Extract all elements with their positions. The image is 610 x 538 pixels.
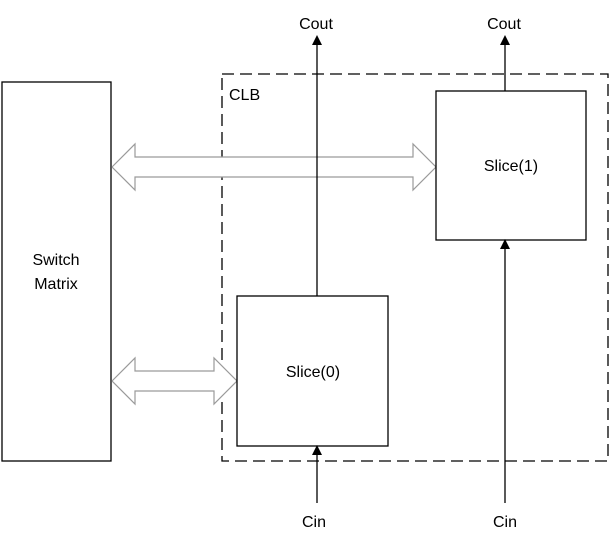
cin-right-label: Cin [493, 514, 517, 531]
slice0-label: Slice(0) [286, 364, 340, 381]
cout-left-label: Cout [299, 16, 333, 33]
slice0-block: Slice(0) [236, 295, 389, 447]
switch-matrix-block: Switch Matrix [1, 81, 112, 462]
switch-matrix-label-line2: Matrix [34, 276, 78, 293]
cout-right-label: Cout [487, 16, 521, 33]
cin-left-label: Cin [302, 514, 326, 531]
slice1-block: Slice(1) [435, 90, 587, 241]
clb-label: CLB [229, 87, 260, 104]
bus-arrow-top [111, 142, 437, 192]
bus-arrow-bottom [111, 356, 238, 406]
slice1-label: Slice(1) [484, 158, 538, 175]
switch-matrix-label-line1: Switch [32, 252, 79, 269]
clb-boundary: CLB [221, 73, 609, 462]
